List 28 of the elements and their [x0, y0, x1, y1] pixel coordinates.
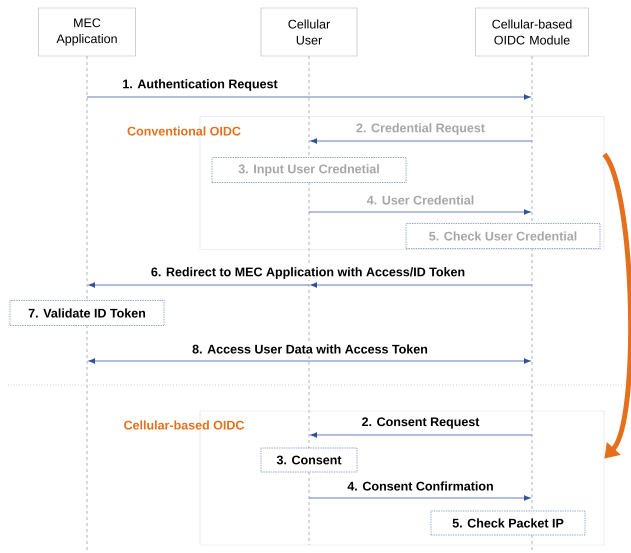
edge-label: 6. Redirect to MEC Application with Access/ID Token — [150, 266, 466, 280]
step-box: 7. Validate ID Token — [10, 300, 164, 326]
message-arrow — [308, 495, 531, 501]
message-arrow — [310, 432, 532, 438]
message-arrow — [310, 138, 532, 144]
step-box: 3. Input User Crednetial — [212, 157, 406, 183]
message-arrow — [308, 209, 531, 215]
step-box: 5. Check Packet IP — [430, 510, 586, 536]
edge-label: 2. Credential Request — [355, 122, 486, 136]
message-arrow — [88, 358, 531, 364]
message-arrow — [310, 282, 532, 288]
step-box: 5. Check User Credential — [406, 223, 600, 249]
participant-box: MEC Application — [38, 8, 136, 56]
message-arrow — [86, 94, 531, 100]
edge-label: 8. Access User Data with Access Token — [191, 343, 429, 355]
step-box: 3. Consent — [260, 448, 358, 472]
lifeline — [308, 56, 310, 158]
lifeline — [308, 182, 310, 448]
edge-label: 1. Authentication Request — [121, 78, 279, 92]
lifeline — [308, 472, 310, 546]
edge-label: 2. Consent Request — [360, 416, 480, 430]
lifeline — [86, 56, 88, 300]
participant-box: Cellular-based OIDC Module — [475, 8, 589, 56]
edge-label: 4. Consent Confirmation — [346, 480, 495, 492]
lifeline — [86, 324, 88, 550]
edge-label: 4. User Credential — [366, 194, 476, 206]
message-arrow — [88, 282, 310, 288]
participant-box: Cellular User — [260, 8, 358, 56]
